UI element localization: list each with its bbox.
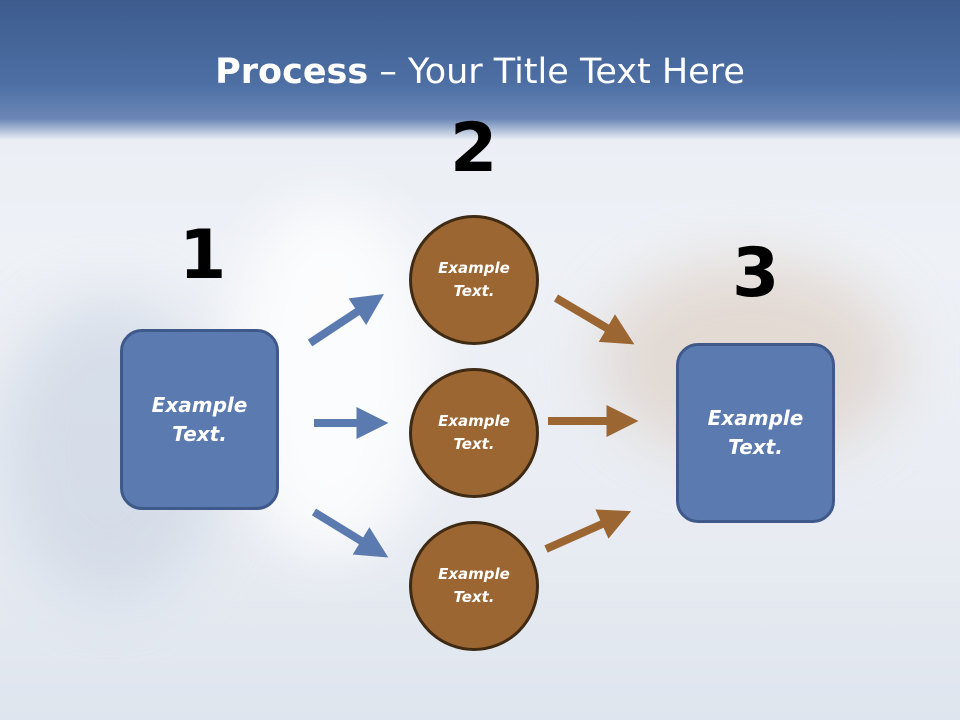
title-banner bbox=[0, 0, 960, 140]
step-number-3: 3 bbox=[732, 234, 780, 313]
step1-box: Example Text. bbox=[120, 329, 279, 510]
step2-circle-top: Example Text. bbox=[409, 215, 539, 345]
step-number-1: 1 bbox=[179, 216, 227, 295]
step2-circle-bottom: Example Text. bbox=[409, 521, 539, 651]
step3-box: Example Text. bbox=[676, 343, 835, 523]
circle-middle-label: Example Text. bbox=[438, 412, 510, 453]
arrow-bottom-to-right bbox=[544, 509, 632, 553]
step-number-2: 2 bbox=[450, 109, 498, 188]
circle-bottom-label: Example Text. bbox=[438, 565, 510, 606]
step3-box-label: Example Text. bbox=[707, 406, 804, 459]
arrow-top-to-right bbox=[553, 294, 635, 345]
step1-box-label: Example Text. bbox=[151, 392, 248, 446]
title-bold: Process bbox=[215, 52, 369, 92]
step2-circle-middle: Example Text. bbox=[409, 368, 539, 498]
title-rest: – Your Title Text Here bbox=[368, 52, 745, 92]
slide-title: Process – Your Title Text Here bbox=[0, 52, 960, 92]
arrow-left-to-top bbox=[307, 294, 385, 347]
circle-top-label: Example Text. bbox=[438, 259, 510, 300]
arrow-left-to-bottom bbox=[311, 508, 389, 558]
